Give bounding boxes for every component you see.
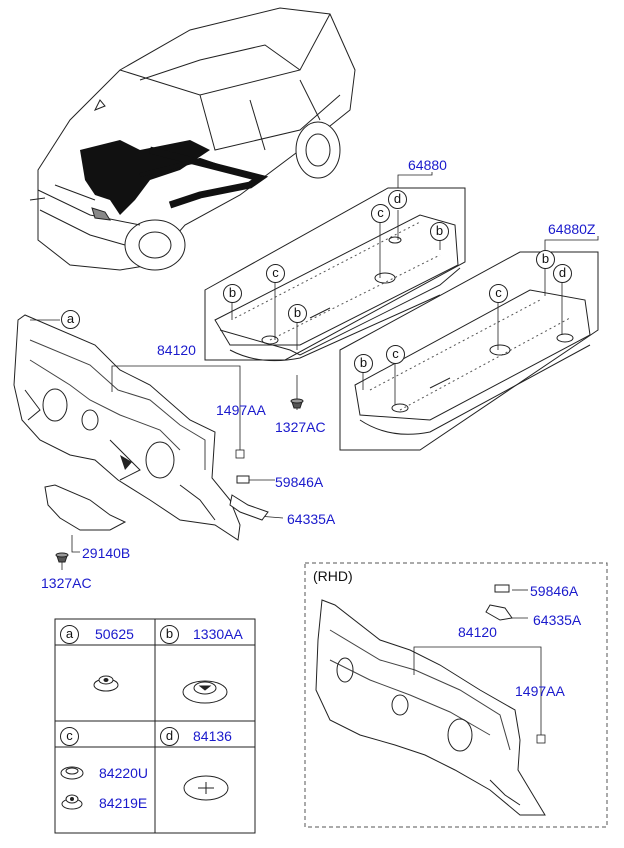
- callout-c: c: [386, 345, 405, 364]
- part-label-84120-rhd[interactable]: 84120: [458, 624, 497, 640]
- part-label-59846A-rhd[interactable]: 59846A: [530, 583, 579, 599]
- callout-b: b: [430, 222, 449, 241]
- legend-part-50625[interactable]: 50625: [95, 626, 134, 642]
- dash-insulator-84120: [13, 314, 241, 541]
- bracket-64335A-rhd: [485, 604, 513, 621]
- part-label-1327AC-left[interactable]: 1327AC: [41, 575, 92, 591]
- legend-callout-c: c: [60, 727, 79, 746]
- bracket-64335A: [229, 494, 269, 521]
- callout-b: b: [354, 354, 373, 373]
- legend-part-84220U[interactable]: 84220U: [99, 765, 149, 781]
- legend-part-84219E[interactable]: 84219E: [99, 795, 148, 811]
- part-label-84120[interactable]: 84120: [157, 342, 196, 358]
- part-label-64880Z[interactable]: 64880Z: [548, 221, 596, 237]
- callout-a: a: [61, 310, 80, 329]
- clip-59846A-rhd: [494, 584, 510, 593]
- part-label-64335A[interactable]: 64335A: [287, 511, 336, 527]
- legend-callout-a: a: [60, 625, 79, 644]
- vehicle-illustration: [29, 7, 356, 271]
- callout-b: b: [536, 250, 555, 269]
- dash-insulator-84120-rhd: [315, 599, 546, 816]
- part-label-1327AC-mid[interactable]: 1327AC: [275, 419, 326, 435]
- vehicle-dash-insulation: [80, 140, 269, 215]
- callout-b: b: [288, 304, 307, 323]
- callout-b: b: [223, 284, 242, 303]
- part-label-59846A[interactable]: 59846A: [275, 474, 324, 490]
- legend-part-1330AA[interactable]: 1330AA: [193, 626, 243, 642]
- pad-29140B: [44, 484, 127, 531]
- callout-d: d: [553, 264, 572, 283]
- legend-table: [54, 618, 256, 834]
- part-label-64335A-rhd[interactable]: 64335A: [533, 612, 582, 628]
- part-label-1497AA-rhd[interactable]: 1497AA: [515, 683, 565, 699]
- part-label-29140B[interactable]: 29140B: [82, 545, 131, 561]
- part-label-64880[interactable]: 64880: [408, 157, 447, 173]
- under-cover-64880Z: [339, 251, 599, 451]
- callout-c: c: [489, 284, 508, 303]
- callout-c: c: [266, 264, 285, 283]
- callout-c: c: [371, 204, 390, 223]
- legend-callout-b: b: [160, 625, 179, 644]
- legend-callout-d: d: [160, 727, 179, 746]
- legend-part-images: [60, 675, 229, 810]
- rhd-title: (RHD): [313, 568, 353, 584]
- leader-lines: [30, 172, 599, 570]
- rhd-box: [304, 562, 608, 828]
- under-cover-64880: [204, 187, 466, 362]
- part-label-1497AA[interactable]: 1497AA: [216, 402, 266, 418]
- fastener-1327AC-mid: [290, 398, 304, 409]
- clip-59846A: [236, 475, 250, 484]
- fastener-1327AC-left: [55, 552, 69, 563]
- legend-part-84136[interactable]: 84136: [193, 728, 232, 744]
- callout-d: d: [388, 190, 407, 209]
